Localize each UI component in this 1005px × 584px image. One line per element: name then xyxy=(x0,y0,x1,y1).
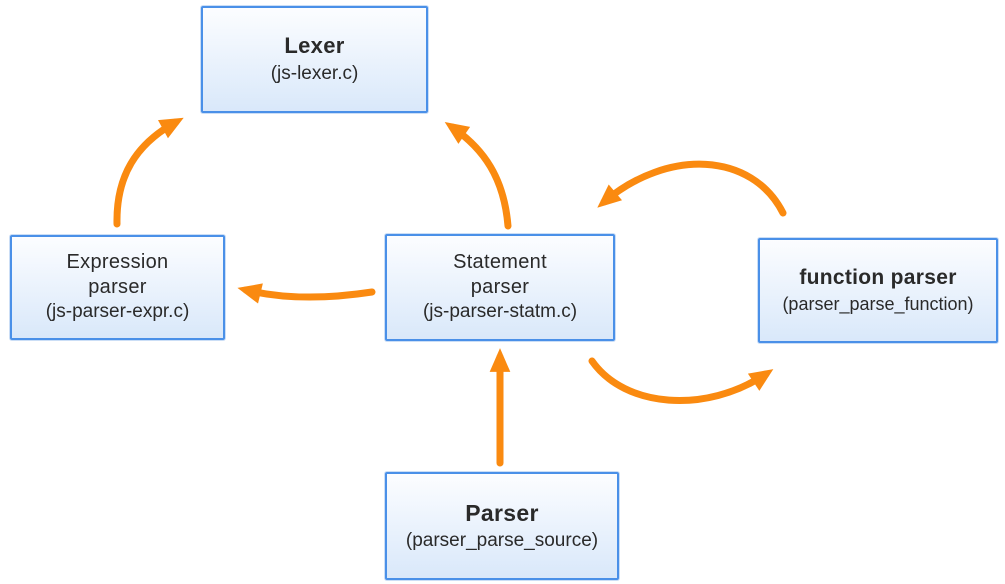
node-title: function parser xyxy=(799,266,957,289)
node-parser: Parser (parser_parse_source) xyxy=(385,472,619,580)
node-subtitle: (parser_parse_function) xyxy=(782,293,974,314)
node-title: Expression parser xyxy=(66,251,169,298)
edge-statement-parser-to-function-parser xyxy=(588,357,774,404)
node-title: Statement parser xyxy=(453,251,547,298)
edge-function-parser-to-statement-parser xyxy=(597,160,787,217)
node-subtitle: (js-parser-expr.c) xyxy=(45,301,190,323)
node-subtitle: (parser_parse_source) xyxy=(405,529,599,551)
edge-expression-parser-to-lexer xyxy=(113,117,184,228)
node-expression-parser: Expression parser (js-parser-expr.c) xyxy=(10,235,225,340)
node-subtitle: (js-parser-statm.c) xyxy=(422,301,578,323)
node-title: Lexer xyxy=(284,32,345,58)
edge-statement-parser-to-expression-parser xyxy=(237,283,376,304)
node-lexer: Lexer (js-lexer.c) xyxy=(201,6,428,113)
node-subtitle: (js-lexer.c) xyxy=(270,62,359,84)
edge-statement-parser-to-lexer xyxy=(444,122,512,230)
node-statement-parser: Statement parser (js-parser-statm.c) xyxy=(385,234,615,341)
node-function-parser: function parser (parser_parse_function) xyxy=(758,238,998,343)
node-title: Parser xyxy=(465,499,539,526)
